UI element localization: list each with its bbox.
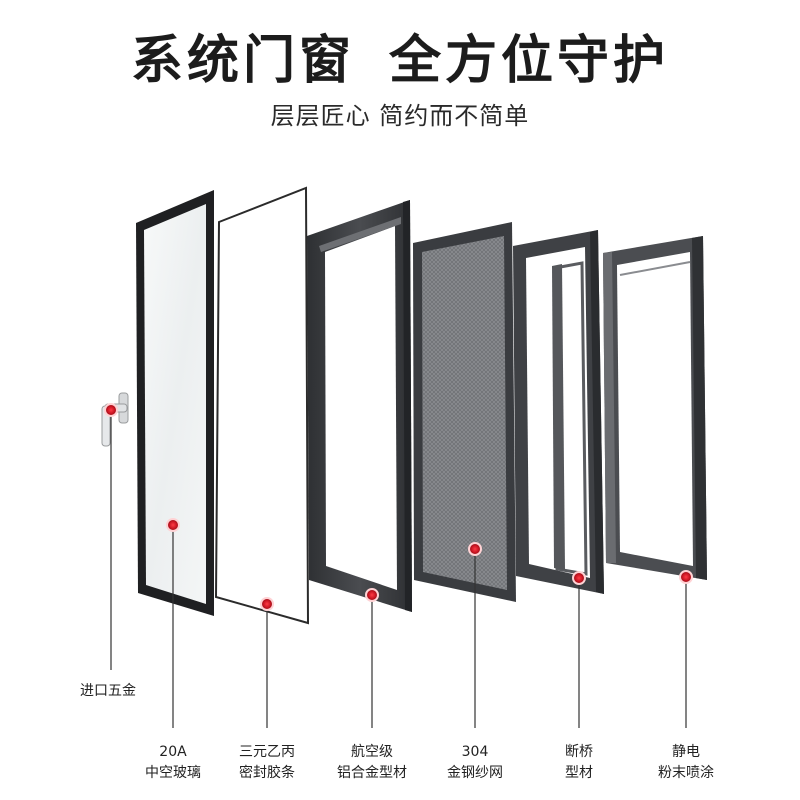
window-handle bbox=[101, 392, 129, 447]
marker-coating bbox=[679, 570, 693, 584]
label-mesh: 304 金钢纱网 bbox=[430, 742, 520, 784]
label-thermal-line2: 型材 bbox=[565, 765, 593, 781]
marker-gasket bbox=[260, 597, 274, 611]
marker-mesh bbox=[468, 542, 482, 556]
thermal-break-frame-layer bbox=[513, 230, 604, 594]
marker-hardware bbox=[104, 403, 118, 417]
glass-panel-layer bbox=[136, 190, 214, 616]
aluminum-frame-layer bbox=[307, 200, 412, 612]
label-coating: 静电 粉末喷涂 bbox=[641, 742, 731, 784]
coating-frame-layer bbox=[603, 236, 707, 580]
title-part-1: 系统门窗 bbox=[130, 31, 355, 91]
marker-thermal bbox=[572, 571, 586, 585]
label-glass-line2: 中空玻璃 bbox=[145, 765, 201, 781]
label-hardware: 进口五金 bbox=[80, 681, 136, 702]
title-part-2: 全方位守护 bbox=[389, 31, 670, 91]
label-gasket-line2: 密封胶条 bbox=[239, 765, 295, 781]
page-title: 系统门窗全方位守护 bbox=[0, 18, 800, 93]
marker-aluminum bbox=[365, 588, 379, 602]
label-coating-line2: 粉末喷涂 bbox=[658, 765, 714, 781]
label-mesh-line2: 金钢纱网 bbox=[447, 765, 503, 781]
gasket-panel-layer bbox=[214, 186, 310, 625]
label-gasket: 三元乙丙 密封胶条 bbox=[222, 742, 312, 784]
label-aluminum-line1: 航空级 bbox=[351, 744, 393, 760]
label-thermal-break: 断桥 型材 bbox=[544, 742, 614, 784]
label-thermal-line1: 断桥 bbox=[565, 744, 593, 760]
label-glass-line1: 20A bbox=[159, 744, 187, 760]
page-subtitle: 层层匠心 简约而不简单 bbox=[270, 102, 530, 130]
label-gasket-line1: 三元乙丙 bbox=[239, 744, 295, 760]
label-aluminum-line2: 铝合金型材 bbox=[337, 765, 407, 781]
marker-glass bbox=[166, 518, 180, 532]
label-aluminum: 航空级 铝合金型材 bbox=[322, 742, 422, 784]
label-mesh-line1: 304 bbox=[461, 744, 489, 760]
mesh-screen-layer bbox=[413, 222, 516, 602]
label-coating-line1: 静电 bbox=[672, 744, 700, 760]
label-hardware-line1: 进口五金 bbox=[80, 683, 136, 699]
label-glass: 20A 中空玻璃 bbox=[133, 742, 213, 784]
